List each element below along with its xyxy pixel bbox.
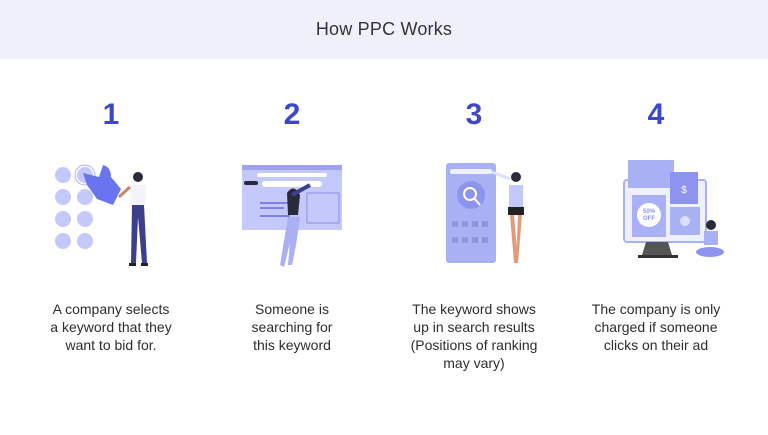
- svg-text:OFF: OFF: [643, 216, 655, 222]
- step-2: 2: [202, 95, 382, 280]
- svg-text:$: $: [681, 185, 687, 196]
- step-4-description: The company is only charged if someone c…: [591, 301, 721, 353]
- mobile-search-results-illustration: [404, 155, 544, 280]
- step-1-description: A company selects a keyword that they wa…: [50, 301, 172, 353]
- step-1: 1: [21, 95, 201, 280]
- step-number: 3: [465, 98, 483, 131]
- header-banner: How PPC Works: [0, 0, 768, 59]
- step-2-description: Someone is searching for this keyword: [251, 301, 333, 353]
- step-number: 2: [283, 98, 301, 131]
- step-3: 3: [384, 95, 564, 280]
- step-number: 4: [647, 98, 665, 131]
- touch-keypad-illustration: [41, 155, 181, 280]
- step-3-description: The keyword shows up in search results (…: [410, 301, 538, 371]
- step-4: 4 $ 50% OFF: [566, 95, 746, 280]
- step-number: 1: [102, 98, 120, 131]
- browser-search-illustration: [222, 155, 362, 280]
- svg-text:50%: 50%: [643, 209, 656, 215]
- ad-click-monitor-illustration: $ 50% OFF: [586, 155, 726, 280]
- page-title: How PPC Works: [315, 19, 453, 39]
